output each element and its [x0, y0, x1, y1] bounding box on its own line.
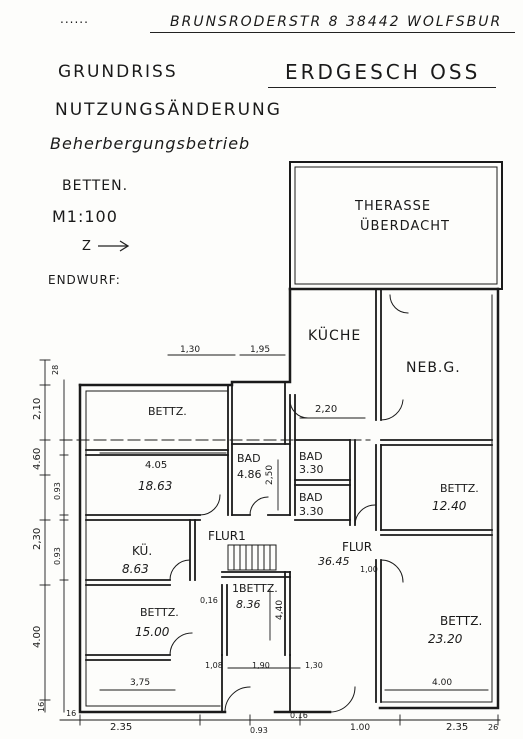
dim-195: 1,95 — [250, 345, 270, 355]
dim-235b: 2.35 — [446, 722, 468, 733]
kitchen-label: KÜCHE — [308, 326, 361, 344]
dim-440: 4,40 — [275, 600, 285, 620]
dim-375: 3,75 — [130, 678, 150, 688]
scale-label: M1:100 — [52, 207, 118, 226]
title-betrieb: Beherbergungsbetrieb — [50, 134, 251, 153]
outer-walls — [78, 287, 500, 714]
dim-130: 1,30 — [180, 345, 200, 355]
room-ku-label: KÜ. — [132, 542, 152, 558]
vdim-28: 28 — [51, 365, 60, 375]
room-flur-label: FLUR — [342, 540, 372, 554]
floor-title: ERDGESCH OSS — [285, 60, 481, 84]
dim-016: 0,16 — [200, 596, 218, 605]
terrace-label-2: ÜBERDACHT — [360, 217, 450, 234]
vdim-210: 2,10 — [32, 398, 43, 420]
room-bed-right-bottom-label: BETTZ. — [440, 614, 482, 628]
dim-26: 26 — [488, 723, 498, 732]
vdim-460: 4.60 — [32, 448, 43, 470]
dim-405: 4.05 — [145, 460, 167, 471]
room-bed-right-top-area: 12.40 — [432, 499, 467, 513]
dimension-lines — [39, 354, 501, 726]
dim-190: 1,90 — [252, 661, 270, 670]
header-dots: ...... — [60, 12, 89, 26]
address-underline — [150, 32, 515, 33]
room-bed-right-bottom-area: 23.20 — [428, 632, 463, 646]
dim-100b: 1.00 — [350, 723, 370, 733]
room-bad3-label: BAD — [299, 491, 323, 504]
draft-label: ENDWURF: — [48, 273, 121, 287]
terrace-inner — [294, 166, 498, 285]
neb-label: NEB.G. — [406, 360, 461, 376]
dim-250: 2,50 — [265, 465, 275, 485]
room-bad3-area: 3.30 — [299, 505, 324, 518]
north-label: Z — [82, 239, 92, 254]
room-bed1-label: 1BETTZ. — [232, 582, 278, 595]
dim-093: 0.93 — [250, 726, 268, 735]
dim-400: 4.00 — [432, 678, 452, 688]
betten-label: BETTEN. — [62, 178, 129, 194]
vdim-093: 0.93 — [53, 482, 62, 500]
dim-108: 1,08 — [205, 661, 223, 670]
room-bed1-area: 8.36 — [236, 598, 261, 611]
dim-16: 16 — [66, 709, 76, 718]
room-bed-right-top-label: BETTZ. — [440, 482, 479, 495]
room-flur-area: 36.45 — [318, 555, 350, 568]
north-arrow-icon — [98, 240, 130, 252]
interior-walls — [85, 288, 493, 713]
dim-100: 1,00 — [360, 565, 378, 574]
vdim-093b: 0.93 — [53, 547, 62, 565]
staircase — [227, 544, 277, 571]
title-grundriss: GRUNDRISS — [58, 62, 178, 82]
dim-220: 2,20 — [315, 404, 337, 415]
address-line: BRUNSRODERSTR 8 38442 WOLFSBUR — [170, 14, 503, 30]
room-bed-top-label: BETTZ. — [148, 405, 187, 418]
room-bed-top-area: 18.63 — [138, 479, 172, 493]
vdim-230: 2,30 — [32, 528, 43, 550]
dim-016b: 0.16 — [290, 711, 308, 720]
room-bad2-label: BAD — [299, 450, 323, 463]
dim-235: 2.35 — [110, 722, 132, 733]
dim-130b: 1,30 — [305, 661, 323, 670]
vdim-16: 16 — [37, 702, 46, 712]
terrace-label-1: THERASSE — [354, 199, 431, 214]
room-flur1-label: FLUR1 — [208, 529, 246, 543]
room-bed-left-bottom-label: BETTZ. — [140, 606, 179, 619]
floor-underline — [268, 87, 496, 88]
vdim-400: 4.00 — [32, 626, 43, 648]
room-ku-area: 8.63 — [122, 562, 149, 576]
room-bed-left-bottom-area: 15.00 — [135, 625, 170, 639]
room-bad2-area: 3.30 — [299, 463, 324, 476]
outer-walls-inner — [85, 294, 493, 707]
title-nutzung: NUTZUNGSÄNDERUNG — [55, 100, 282, 120]
room-bad1-label: BAD — [237, 452, 261, 465]
room-bad1-area: 4.86 — [237, 468, 262, 481]
